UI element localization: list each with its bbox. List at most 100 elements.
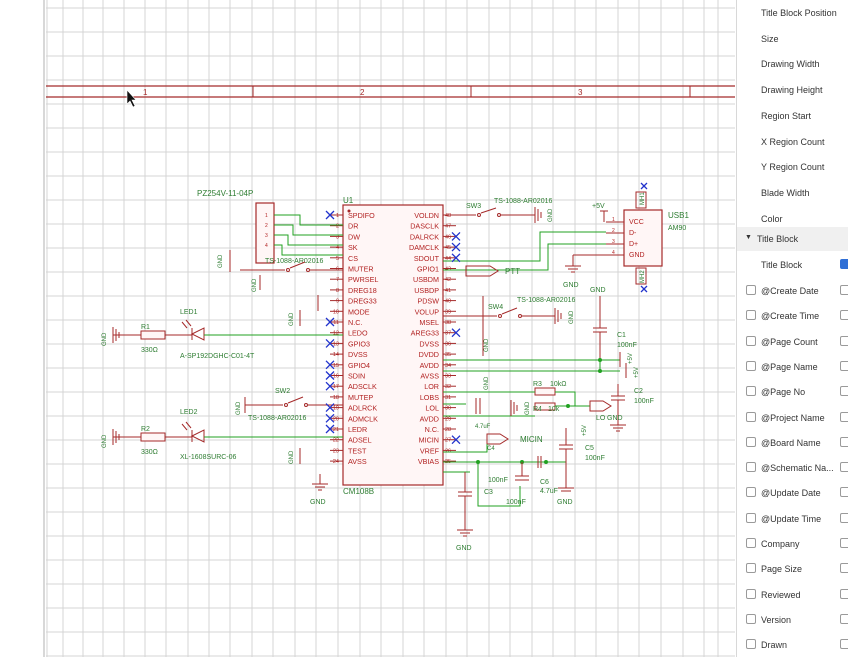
mouse-cursor-icon [126, 89, 137, 108]
title-field-visible-checkbox[interactable] [840, 563, 848, 574]
title-field-checkbox[interactable] [746, 411, 756, 422]
u1-pin-left-number: 18 [333, 395, 339, 401]
title-field-visible-checkbox[interactable] [840, 487, 848, 498]
title-field-row[interactable]: @Board Name [737, 430, 848, 455]
title-field-visible-checkbox[interactable] [840, 310, 848, 321]
u1-pin-right-number: 36 [445, 341, 451, 347]
title-field-visible-checkbox[interactable] [840, 613, 848, 624]
title-field-visible-checkbox[interactable] [840, 386, 848, 397]
title-block-checkbox[interactable] [840, 259, 848, 269]
r4-resistor[interactable]: R4 10k [533, 402, 560, 413]
c3-capacitor[interactable]: C3 GND [456, 472, 493, 552]
title-field-row[interactable]: Company [737, 531, 848, 556]
title-field-checkbox[interactable] [746, 512, 756, 523]
lo-net-label[interactable]: LO [589, 400, 612, 422]
title-field-row[interactable]: @Update Date [737, 480, 848, 505]
u1-pin-left-number: 19 [333, 406, 339, 412]
u1-pin-right-number: 26 [445, 448, 451, 454]
sw2-switch[interactable]: SW2 TS-1088-AR02016 GND [236, 388, 343, 422]
title-field-row[interactable]: @Page No [737, 379, 848, 404]
title-field-checkbox[interactable] [746, 360, 756, 371]
property-row[interactable]: X Region Count [737, 129, 848, 154]
title-field-checkbox[interactable] [746, 588, 756, 599]
title-field-visible-checkbox[interactable] [840, 436, 848, 447]
title-field-row[interactable]: @Schematic Na... [737, 455, 848, 480]
ptt-net-label[interactable]: PTT [465, 265, 520, 277]
c6-capacitor[interactable]: C6 4.7uF [537, 456, 558, 495]
led1-led[interactable]: LED1 A-SP192DGHC-C01-4T [180, 309, 255, 360]
usb1-connector[interactable]: USB1 AM90 VCC D- D+ GND 1 2 3 4 +5V GND [443, 182, 689, 293]
u1-pin-left-number: 7 [336, 277, 339, 283]
property-row[interactable]: Size [737, 26, 848, 51]
property-row[interactable]: Drawing Width [737, 51, 848, 76]
property-label: Y Region Count [761, 162, 825, 173]
u1-pin-left-name: AVSS [348, 457, 367, 466]
title-field-checkbox[interactable] [746, 563, 756, 574]
title-field-row[interactable]: @Page Count [737, 329, 848, 354]
r2-resistor[interactable]: R2 330Ω [140, 426, 166, 456]
title-field-row[interactable]: Drawn [737, 632, 848, 657]
title-field-row[interactable]: Page Size [737, 556, 848, 581]
title-field-visible-checkbox[interactable] [840, 639, 848, 650]
title-field-visible-checkbox[interactable] [840, 512, 848, 523]
property-row[interactable]: Y Region Count [737, 154, 848, 179]
sw1-switch[interactable]: TS-1088-AR02016 GND [218, 250, 343, 272]
title-field-visible-checkbox[interactable] [840, 285, 848, 295]
title-field-checkbox[interactable] [746, 285, 756, 295]
c2-capacitor[interactable]: C2 100nF GND [607, 384, 654, 432]
title-field-visible-checkbox[interactable] [840, 538, 848, 548]
title-field-visible-checkbox[interactable] [840, 588, 848, 599]
c5-capacitor[interactable]: C5 100nF GND [557, 428, 605, 506]
title-block-section-header[interactable]: ▼ Title Block [737, 227, 848, 251]
title-field-row[interactable]: @Page Name [737, 354, 848, 379]
title-field-visible-checkbox[interactable] [840, 462, 848, 473]
r3-resistor[interactable]: R3 10kΩ [533, 381, 567, 396]
property-row[interactable]: Color [737, 206, 848, 231]
svg-text:330Ω: 330Ω [141, 347, 158, 354]
c1-capacitor[interactable]: GND C1 100nF [590, 287, 637, 360]
title-field-visible-checkbox[interactable] [840, 360, 848, 371]
title-field-row[interactable]: @Create Date [737, 278, 848, 303]
svg-text:GND: GND [289, 450, 295, 464]
property-row[interactable]: Blade Width [737, 180, 848, 205]
title-field-visible-checkbox[interactable] [840, 411, 848, 422]
svg-text:3: 3 [265, 233, 268, 239]
c4-capacitor[interactable]: 100nF 100nF [488, 462, 529, 506]
j1-connector[interactable]: PZ254V-11-04P 1 2 3 4 [197, 189, 343, 264]
title-field-checkbox[interactable] [746, 386, 756, 397]
title-field-checkbox[interactable] [746, 487, 756, 498]
sw3-switch[interactable]: SW3 TS-1088-AR02016 GND [443, 198, 554, 223]
title-field-checkbox[interactable] [746, 538, 756, 548]
property-row[interactable]: Region Start [737, 103, 848, 128]
title-field-checkbox[interactable] [746, 613, 756, 624]
title-field-row[interactable]: Version [737, 607, 848, 632]
svg-text:R4: R4 [533, 406, 542, 413]
schematic-drawing[interactable]: 1 2 3 U1 CM108B SPDIFO1DR2DW3SK4CS5MUTER… [0, 0, 735, 657]
u1-pin-left-name: N.C. [348, 318, 362, 327]
title-field-row[interactable]: Reviewed [737, 582, 848, 607]
title-field-checkbox[interactable] [746, 335, 756, 346]
title-block-row[interactable]: Title Block [737, 252, 848, 277]
u1-chip[interactable]: U1 CM108B SPDIFO1DR2DW3SK4CS5MUTER6PWRSE… [330, 196, 456, 496]
sw4-switch[interactable]: SW4 TS-1088-AR02016 GND [443, 297, 575, 324]
led2-led[interactable]: LED2 XL-1608SURC-06 [180, 409, 237, 461]
title-field-checkbox[interactable] [746, 462, 756, 473]
title-field-row[interactable]: @Create Time [737, 303, 848, 328]
u1-pin-left-number: 14 [333, 352, 339, 358]
property-row[interactable]: Title Block Position [737, 0, 848, 25]
title-field-checkbox[interactable] [746, 310, 756, 321]
title-field-checkbox[interactable] [746, 436, 756, 447]
property-row[interactable]: Drawing Height [737, 77, 848, 102]
r1-resistor[interactable]: R1 330Ω [140, 324, 166, 354]
title-field-checkbox[interactable] [746, 639, 756, 650]
u1-part-label: CM108B [343, 487, 374, 496]
title-field-visible-checkbox[interactable] [840, 335, 848, 346]
micin-net-label[interactable]: MICIN C4 [486, 433, 543, 452]
sw4-ref-label: SW4 [488, 304, 503, 311]
u1-pin-left-name: TEST [348, 446, 367, 455]
svg-text:4: 4 [612, 250, 615, 256]
title-field-row[interactable]: @Project Name [737, 405, 848, 430]
title-field-row[interactable]: @Update Time [737, 506, 848, 531]
u1-pin-right-name: AVSS [420, 372, 439, 381]
